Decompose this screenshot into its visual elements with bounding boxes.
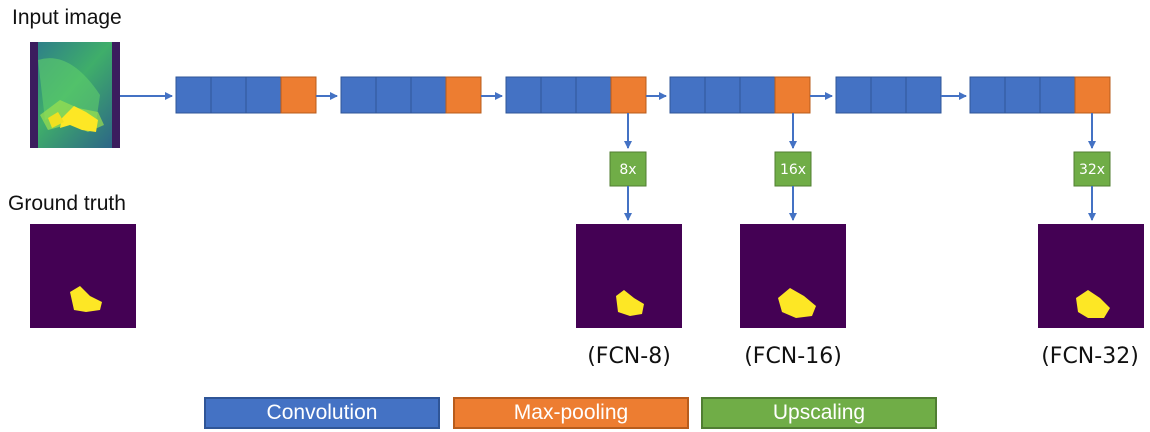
conv-layer [704,76,741,114]
branch-fcn-8: 8x [576,113,682,328]
legend-convolution: Convolution [204,397,440,429]
pool-layer [445,76,482,114]
conv-layer [245,76,282,114]
conv-layer [575,76,612,114]
input-image-label: Input image [12,6,122,29]
conv-layer [969,76,1006,114]
legend-max-pooling: Max-pooling [453,397,689,429]
conv-layer [340,76,377,114]
output-label-fcn-8: (FCN-8) [587,344,671,369]
conv-block-5 [835,76,942,114]
conv-block-2 [340,76,482,114]
conv-layer [1039,76,1076,114]
upscale-box [774,151,812,187]
branch-fcn-32: 32x [1038,113,1144,328]
conv-layer [410,76,447,114]
conv-layer [1004,76,1041,114]
conv-layer [905,76,942,114]
conv-block-4 [669,76,811,114]
branch-fcn-16: 16x [740,113,846,328]
legend-upscaling: Upscaling [701,397,937,429]
ground-truth-label: Ground truth [8,192,126,215]
conv-layer [375,76,412,114]
conv-layer [540,76,577,114]
input-image [30,42,120,148]
conv-layer [835,76,872,114]
pool-layer [280,76,317,114]
upscale-box [609,151,647,187]
pool-layer [610,76,647,114]
conv-layer [739,76,776,114]
output-label-fcn-16: (FCN-16) [744,344,842,369]
pool-layer [1074,76,1111,114]
conv-block-3 [505,76,647,114]
conv-layer [175,76,212,114]
pool-layer [774,76,811,114]
conv-layer [505,76,542,114]
conv-layer [669,76,706,114]
output-label-fcn-32: (FCN-32) [1041,344,1139,369]
conv-layer [210,76,247,114]
upscale-label: 16x [780,162,806,178]
upscale-label: 8x [619,162,636,178]
conv-block-6 [969,76,1111,114]
ground-truth-mask [30,224,136,328]
conv-block-1 [175,76,317,114]
upscale-label: 32x [1079,162,1105,178]
conv-layer [870,76,907,114]
